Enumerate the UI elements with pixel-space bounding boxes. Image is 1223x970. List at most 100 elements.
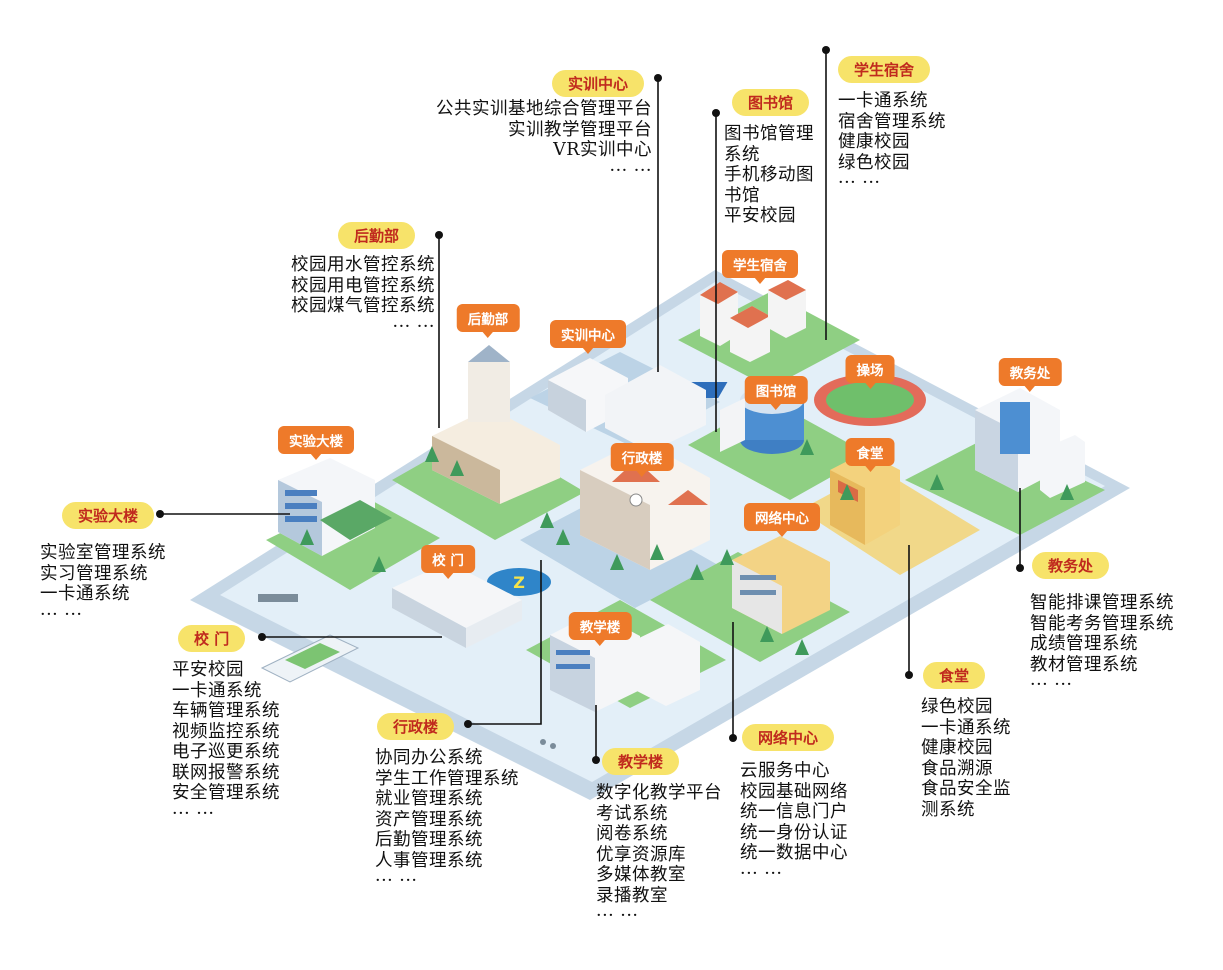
list-item: 校园煤气管控系统 xyxy=(291,296,435,316)
trees xyxy=(300,439,1074,655)
callout-logistics: 后勤部 校园用水管控系统 校园用电管控系统 校园煤气管控系统 ··· ··· xyxy=(291,222,435,337)
callout-canteen: 食堂 绿色校园 一卡通系统 健康校园 食品溯源 食品安全监 测系统 xyxy=(921,662,1011,820)
callout-dormitory: 学生宿舍 一卡通系统 宿舍管理系统 健康校园 绿色校园 ··· ··· xyxy=(838,56,946,194)
callout-network: 网络中心 云服务中心 校园基础网络 统一信息门户 统一身份认证 统一数据中心 ·… xyxy=(740,724,848,884)
list-item: 成绩管理系统 xyxy=(1030,634,1138,654)
leader-dots xyxy=(156,46,1024,764)
callout-gate: 校 门 平安校园 一卡通系统 车辆管理系统 视频监控系统 电子巡更系统 联网报警… xyxy=(172,625,280,824)
list-item: ··· ··· xyxy=(609,160,652,181)
callout-lab: 实验大楼 实验室管理系统 实习管理系统 一卡通系统 ··· ··· xyxy=(40,502,166,625)
list-item: 资产管理系统 xyxy=(375,809,483,830)
list-item: ··· ··· xyxy=(596,906,639,926)
list-item: 实习管理系统 xyxy=(40,563,148,584)
list-item: 考试系统 xyxy=(596,803,668,824)
playground xyxy=(658,374,926,426)
list-item: 校园基础网络 xyxy=(740,781,848,802)
map-label-academic: 教务处 xyxy=(998,358,1062,392)
svg-text:Z: Z xyxy=(513,573,525,592)
list-item: 就业管理系统 xyxy=(375,789,483,809)
list-item: VR实训中心 xyxy=(553,140,652,160)
callout-training: 实训中心 公共实训基地综合管理平台 实训教学管理平台 VR实训中心 ··· ··… xyxy=(436,70,652,181)
list-item: 平安校园 xyxy=(724,206,796,226)
callout-title: 教学楼 xyxy=(602,748,680,775)
list-item: 校园用水管控系统 xyxy=(291,255,435,275)
list-item: 食品安全监 xyxy=(921,779,1011,799)
list-item: 智能考务管理系统 xyxy=(1030,613,1174,634)
helipad: Z xyxy=(487,568,551,596)
list-item: 食品溯源 xyxy=(921,758,993,779)
list-item: 联网报警系统 xyxy=(172,762,280,783)
list-item: 校园用电管控系统 xyxy=(291,275,435,296)
list-item: 健康校园 xyxy=(921,738,993,758)
buildings xyxy=(278,280,1085,712)
list-item: 统一信息门户 xyxy=(740,802,848,822)
list-item: ··· ··· xyxy=(740,863,783,884)
list-item: 多媒体教室 xyxy=(596,865,686,885)
callout-library: 图书馆 图书馆管理 系统 手机移动图 书馆 平安校园 xyxy=(724,89,814,227)
list-item: 录播教室 xyxy=(596,885,668,906)
list-item: 阅卷系统 xyxy=(596,824,668,844)
list-item: 系统 xyxy=(724,144,760,165)
list-item: 测系统 xyxy=(921,799,975,820)
map-label-gate: 校 门 xyxy=(421,545,475,579)
list-item: 视频监控系统 xyxy=(172,721,280,742)
map-label-lab: 实验大楼 xyxy=(278,426,354,460)
list-item: 健康校园 xyxy=(838,132,910,152)
map-label-admin: 行政楼 xyxy=(610,443,674,477)
leader-lines xyxy=(160,50,1021,760)
callout-teaching: 教学楼 数字化教学平台 考试系统 阅卷系统 优享资源库 多媒体教室 录播教室 ·… xyxy=(596,748,722,927)
list-item: 实训教学管理平台 xyxy=(508,119,652,140)
list-item: 手机移动图 xyxy=(724,165,814,185)
callout-title: 学生宿舍 xyxy=(838,56,931,83)
list-item: 书馆 xyxy=(724,185,760,206)
list-item: ··· ··· xyxy=(172,803,215,824)
list-item: ··· ··· xyxy=(375,871,418,891)
callout-title: 图书馆 xyxy=(732,89,810,116)
callout-title: 教务处 xyxy=(1032,552,1110,579)
map-label-dormitory: 学生宿舍 xyxy=(722,250,798,284)
list-item: 后勤管理系统 xyxy=(375,830,483,850)
list-item: ··· ··· xyxy=(392,316,435,337)
map-label-playground: 操场 xyxy=(845,355,895,389)
callout-admin: 行政楼 协同办公系统 学生工作管理系统 就业管理系统 资产管理系统 后勤管理系统… xyxy=(375,713,519,892)
list-item: 统一数据中心 xyxy=(740,843,848,863)
list-item: ··· ··· xyxy=(40,604,83,625)
list-item: 一卡通系统 xyxy=(921,717,1011,738)
map-label-canteen: 食堂 xyxy=(845,438,895,472)
map-label-training: 实训中心 xyxy=(550,320,626,354)
callout-title: 校 门 xyxy=(178,625,246,652)
list-item: 平安校园 xyxy=(172,660,244,680)
list-item: 人事管理系统 xyxy=(375,850,483,871)
list-item: 电子巡更系统 xyxy=(172,742,280,762)
list-item: 数字化教学平台 xyxy=(596,783,722,803)
list-item: 车辆管理系统 xyxy=(172,701,280,721)
list-item: 安全管理系统 xyxy=(172,783,280,803)
map-label-network: 网络中心 xyxy=(744,503,820,537)
list-item: 统一身份认证 xyxy=(740,822,848,843)
list-item: 一卡通系统 xyxy=(838,91,928,111)
list-item: 实验室管理系统 xyxy=(40,543,166,563)
callout-title: 实验大楼 xyxy=(62,502,155,529)
callout-title: 网络中心 xyxy=(742,724,835,751)
list-item: 优享资源库 xyxy=(596,844,686,865)
list-item: 一卡通系统 xyxy=(40,584,130,604)
list-item: 教材管理系统 xyxy=(1030,654,1138,675)
map-label-teaching: 教学楼 xyxy=(568,612,632,646)
callout-title: 行政楼 xyxy=(377,713,455,740)
map-label-logistics: 后勤部 xyxy=(456,304,520,338)
map-label-library: 图书馆 xyxy=(744,376,808,410)
card-reader xyxy=(260,634,360,683)
list-item: ··· ··· xyxy=(1030,675,1073,695)
list-item: 协同办公系统 xyxy=(375,748,483,768)
callout-academic: 教务处 智能排课管理系统 智能考务管理系统 成绩管理系统 教材管理系统 ··· … xyxy=(1030,552,1174,696)
callout-title: 食堂 xyxy=(923,662,986,689)
list-item: 图书馆管理 xyxy=(724,124,814,144)
list-item: 宿舍管理系统 xyxy=(838,111,946,132)
list-item: ··· ··· xyxy=(838,173,881,193)
list-item: 公共实训基地综合管理平台 xyxy=(436,99,652,119)
callout-title: 后勤部 xyxy=(337,222,415,249)
list-item: 云服务中心 xyxy=(740,761,830,781)
list-item: 智能排课管理系统 xyxy=(1030,593,1174,613)
list-item: 学生工作管理系统 xyxy=(375,768,519,789)
